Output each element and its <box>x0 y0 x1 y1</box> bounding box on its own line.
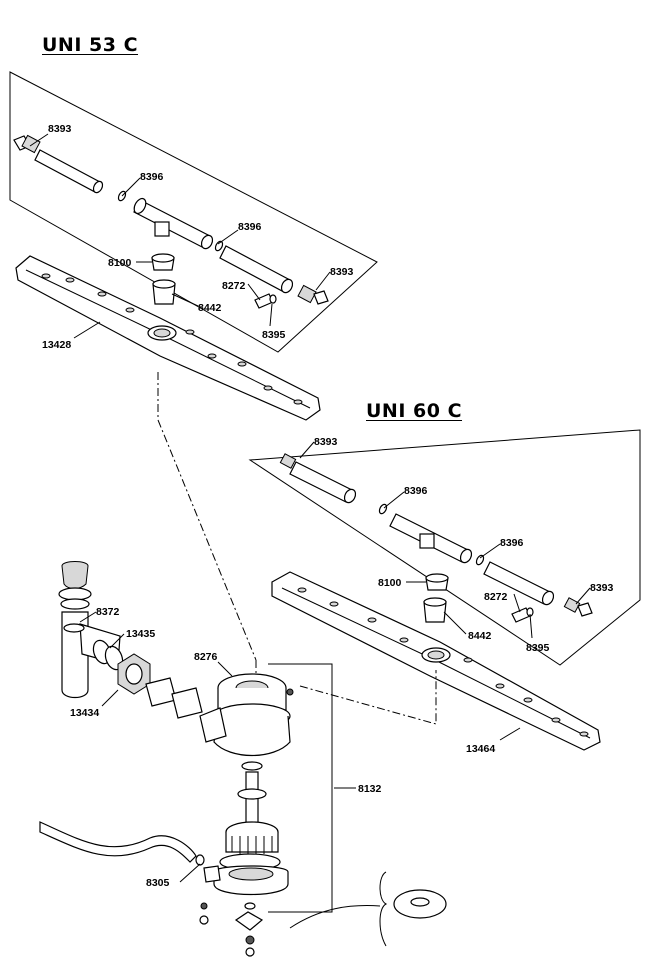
hose-8305 <box>39 821 205 866</box>
label-8396-uni53-left: 8396 <box>140 171 164 183</box>
heading-uni-60-c: UNI 60 C <box>366 400 463 422</box>
assembly-axes <box>157 372 437 725</box>
label-8395-uni60: 8395 <box>526 642 550 654</box>
label-8272-uni53: 8272 <box>222 280 246 292</box>
label-8272-uni60: 8272 <box>484 591 508 603</box>
label-8396-uni60-right: 8396 <box>500 537 524 549</box>
heading-uni-53-c: UNI 53 C <box>42 34 139 56</box>
label-8393-uni60-right: 8393 <box>590 582 614 594</box>
label-13464: 13464 <box>466 743 495 755</box>
label-8395-uni53: 8395 <box>262 329 286 341</box>
label-13428: 13428 <box>42 339 71 351</box>
spray-arm-13464 <box>271 571 601 751</box>
label-8393-uni53-right: 8393 <box>330 266 354 278</box>
label-8393-uni60-left: 8393 <box>314 436 338 448</box>
label-8372: 8372 <box>96 606 120 618</box>
pump-assembly <box>199 663 333 957</box>
spray-arm-13428 <box>15 255 321 421</box>
label-8100-uni53: 8100 <box>108 257 132 269</box>
drain-assembly <box>58 561 203 719</box>
label-13435: 13435 <box>126 628 155 640</box>
label-8442-uni53: 8442 <box>198 302 222 314</box>
spray-tube-assembly-uni60 <box>279 453 593 623</box>
label-8442-uni60: 8442 <box>468 630 492 642</box>
inset-frame-uni60 <box>248 429 641 666</box>
inset-frame-uni53 <box>9 71 378 353</box>
spray-tube-assembly-uni53 <box>13 134 329 309</box>
washer-detail <box>289 871 447 947</box>
label-8100-uni60: 8100 <box>378 577 402 589</box>
part-labels: 8393 8396 8396 8100 8272 8393 8442 8395 … <box>42 123 614 889</box>
label-8396-uni60-left: 8396 <box>404 485 428 497</box>
label-8305: 8305 <box>146 877 170 889</box>
label-8393-uni53-left: 8393 <box>48 123 72 135</box>
label-13434: 13434 <box>70 707 99 719</box>
label-8396-uni53-right: 8396 <box>238 221 262 233</box>
label-8132: 8132 <box>358 783 382 795</box>
leader-lines <box>29 133 591 883</box>
label-8276: 8276 <box>194 651 218 663</box>
